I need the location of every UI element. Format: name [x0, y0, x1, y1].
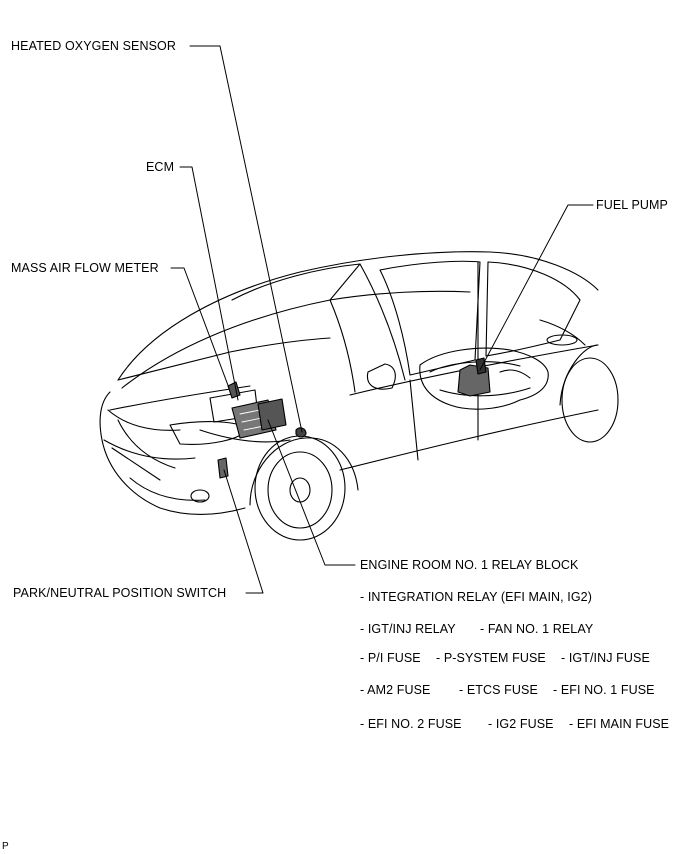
relay-block-item: - AM2 FUSE — [360, 683, 431, 697]
fuel-tank — [419, 347, 549, 410]
fuel-pump-label: FUEL PUMP — [596, 198, 668, 212]
engine-room-relay-block-label: ENGINE ROOM NO. 1 RELAY BLOCK — [360, 558, 579, 572]
relay-block-item: - IG2 FUSE — [488, 717, 554, 731]
relay-block-item: - EFI NO. 1 FUSE — [553, 683, 655, 697]
car-body — [99, 251, 619, 541]
corner-mark: P — [2, 841, 9, 852]
leader-relay-block — [267, 419, 356, 566]
leader-mass-air-flow-meter — [170, 267, 230, 389]
leader-fuel-pump — [479, 204, 594, 371]
relay-block-item: - P/I FUSE — [360, 651, 421, 665]
relay-block-item: - ETCS FUSE — [459, 683, 538, 697]
relay-block-item: - IGT/INJ RELAY — [360, 622, 456, 636]
mass-air-flow-meter-label: MASS AIR FLOW METER — [11, 261, 159, 275]
relay-block-item: - FAN NO. 1 RELAY — [480, 622, 594, 636]
park-neutral-switch-label: PARK/NEUTRAL POSITION SWITCH — [13, 586, 227, 600]
leader-lines — [170, 45, 594, 594]
engine-components — [199, 381, 307, 479]
relay-block-item: - EFI MAIN FUSE — [569, 717, 670, 731]
relay-block-item: - INTEGRATION RELAY (EFI MAIN, IG2) — [360, 590, 592, 604]
relay-block-item: - P-SYSTEM FUSE — [436, 651, 546, 665]
leader-heated-oxygen-sensor — [189, 45, 303, 433]
relay-block-item: - EFI NO. 2 FUSE — [360, 717, 462, 731]
relay-block-item: - IGT/INJ FUSE — [561, 651, 650, 665]
heated-oxygen-sensor-label: HEATED OXYGEN SENSOR — [11, 39, 176, 53]
leader-park-neutral-switch — [223, 469, 264, 594]
leader-ecm — [179, 166, 239, 401]
ecm-label: ECM — [146, 160, 175, 174]
